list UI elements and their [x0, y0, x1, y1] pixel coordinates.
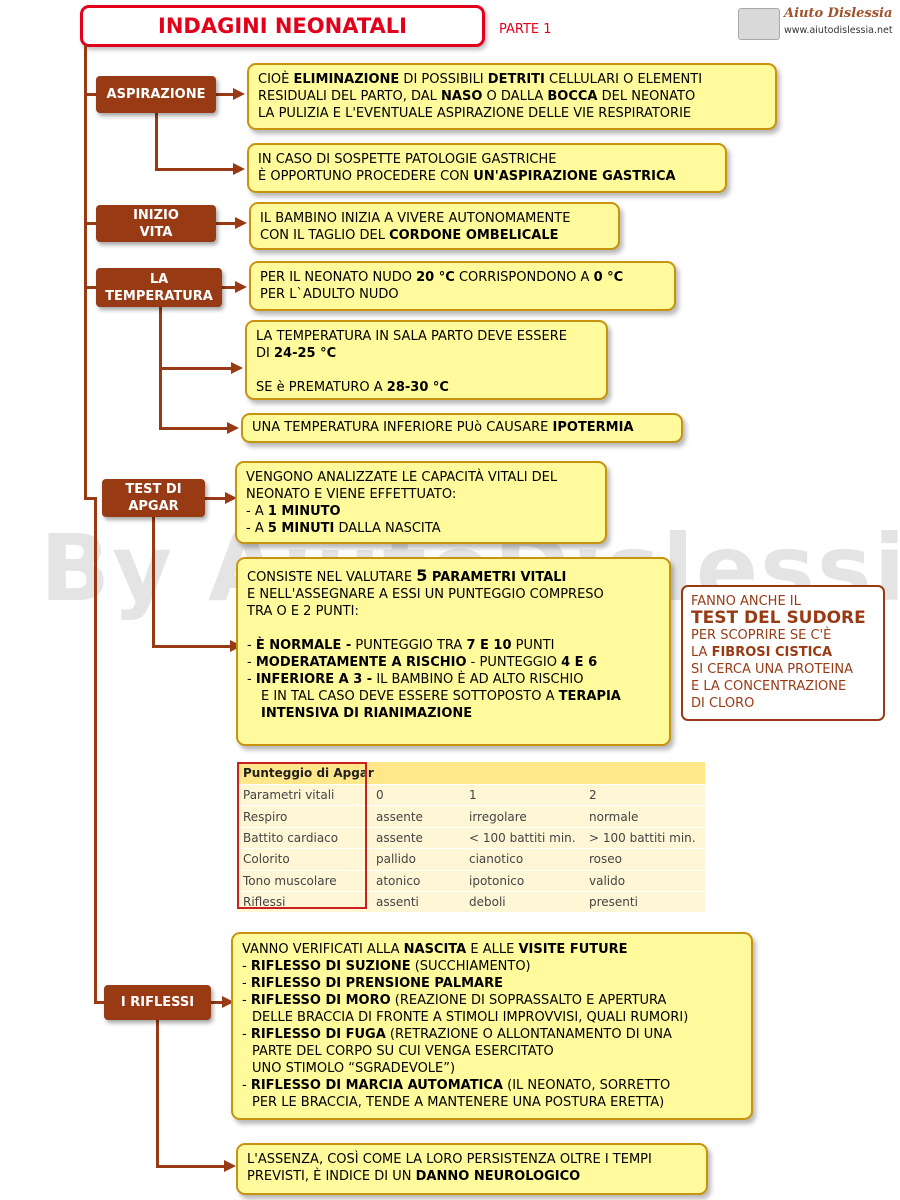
- topic-label: ASPIRAZIONE: [106, 87, 206, 102]
- connector-line: [216, 222, 237, 225]
- topic-label: I RIFLESSI: [120, 995, 195, 1010]
- temperatura-ipotermia-box: UNA TEMPERATURA INFERIORE PUò CAUSARE IP…: [241, 413, 683, 443]
- spine-joint-line: [84, 497, 97, 500]
- arrow-right-icon: [231, 362, 243, 374]
- part-label: PARTE 1: [499, 22, 552, 37]
- table-title: Punteggio di Apgar: [237, 762, 705, 785]
- table-row: Battito cardiaco assente < 100 battiti m…: [237, 827, 705, 850]
- table-cell: irregolare: [463, 805, 583, 828]
- connector-line: [84, 286, 97, 289]
- table-cell: 1: [463, 784, 583, 807]
- topic-label: VITA: [139, 224, 173, 240]
- aspirazione-gastrica-box: IN CASO DI SOSPETTE PATOLOGIE GASTRICHE …: [247, 143, 727, 193]
- highlight-frame: [237, 762, 367, 909]
- table-cell: Respiro: [237, 805, 370, 828]
- connector-line: [155, 168, 235, 171]
- connector-line: [152, 645, 232, 648]
- table-cell: ipotonico: [463, 870, 583, 892]
- table-header-row: Parametri vitali 0 1 2: [237, 784, 705, 807]
- aspirazione-definition-box: CIOÈ ELIMINAZIONE DI POSSIBILI DETRITI C…: [247, 63, 777, 130]
- logo-url: www.aiutodislessia.net: [784, 25, 893, 36]
- table-cell: assente: [370, 827, 463, 850]
- connector-line: [205, 497, 227, 500]
- topic-temperatura: LA TEMPERATURA: [96, 268, 222, 307]
- connector-line: [156, 1165, 226, 1168]
- riflessi-danno-box: L'ASSENZA, COSÌ COME LA LORO PERSISTENZA…: [236, 1143, 708, 1195]
- table-cell: atonico: [370, 870, 463, 892]
- table-cell: 0: [370, 784, 463, 807]
- connector-line: [156, 1020, 159, 1168]
- topic-label: LA: [149, 271, 169, 287]
- connector-line: [155, 113, 158, 170]
- arrow-right-icon: [233, 163, 245, 175]
- apgar-score-table: Punteggio di Apgar Parametri vitali 0 1 …: [237, 762, 705, 914]
- connector-line: [215, 93, 235, 96]
- table-cell: assente: [370, 805, 463, 828]
- apgar-parametri-box: CONSISTE NEL VALUTARE 5 PARAMETRI VITALI…: [236, 557, 671, 746]
- main-spine-line: [84, 45, 87, 500]
- book-logo-icon: [738, 8, 780, 40]
- topic-label: INIZIO: [133, 207, 179, 223]
- arrow-right-icon: [225, 492, 237, 504]
- table-cell: Parametri vitali: [237, 784, 370, 807]
- table-cell: assenti: [370, 891, 463, 914]
- topic-label: TEST DI: [125, 482, 182, 497]
- logo-name: Aiuto Dislessia: [784, 6, 893, 21]
- table-cell: Colorito: [237, 848, 370, 871]
- topic-riflessi: I RIFLESSI: [104, 985, 211, 1020]
- connector-line: [84, 93, 97, 96]
- riflessi-spine-line: [94, 498, 97, 1003]
- arrow-right-icon: [235, 281, 247, 293]
- table-cell: < 100 battiti min.: [463, 827, 583, 850]
- table-cell: roseo: [583, 848, 705, 871]
- connector-line: [159, 367, 233, 370]
- connector-line: [152, 517, 155, 647]
- connector-line: [211, 1001, 224, 1004]
- topic-label: APGAR: [128, 499, 179, 514]
- page-title: INDAGINI NEONATALI: [80, 5, 485, 47]
- table-cell: > 100 battiti min.: [583, 827, 705, 850]
- table-cell: 2: [583, 784, 705, 807]
- temperatura-neonato-box: PER IL NEONATO NUDO 20 °C CORRISPONDONO …: [249, 261, 676, 311]
- table-row: Tono muscolare atonico ipotonico valido: [237, 870, 705, 892]
- table-row: Colorito pallido cianotico roseo: [237, 848, 705, 871]
- topic-test-apgar: TEST DI APGAR: [102, 479, 205, 517]
- topic-inizio-vita: INIZIO VITA: [96, 205, 216, 242]
- inizio-vita-box: IL BAMBINO INIZIA A VIVERE AUTONOMAMENTE…: [249, 202, 620, 250]
- connector-line: [159, 427, 229, 430]
- arrow-right-icon: [233, 88, 245, 100]
- table-cell: deboli: [463, 891, 583, 914]
- arrow-right-icon: [227, 422, 239, 434]
- table-cell: Battito cardiaco: [237, 827, 370, 850]
- table-cell: Tono muscolare: [237, 870, 370, 892]
- arrow-right-icon: [235, 217, 247, 229]
- arrow-right-icon: [224, 1160, 236, 1172]
- connector-line: [222, 286, 237, 289]
- temperatura-sala-parto-box: LA TEMPERATURA IN SALA PARTO DEVE ESSERE…: [245, 320, 608, 400]
- table-cell: presenti: [583, 891, 705, 914]
- table-row: Respiro assente irregolare normale: [237, 805, 705, 828]
- table-cell: valido: [583, 870, 705, 892]
- table-cell: pallido: [370, 848, 463, 871]
- connector-line: [84, 222, 97, 225]
- topic-label: TEMPERATURA: [105, 288, 213, 304]
- riflessi-list-box: VANNO VERIFICATI ALLA NASCITA E ALLE VIS…: [231, 932, 753, 1120]
- table-cell: cianotico: [463, 848, 583, 871]
- connector-line: [94, 1001, 104, 1004]
- table-cell: normale: [583, 805, 705, 828]
- apgar-timing-box: VENGONO ANALIZZATE LE CAPACITÀ VITALI DE…: [235, 461, 607, 544]
- topic-aspirazione: ASPIRAZIONE: [96, 76, 216, 113]
- test-sudore-box: FANNO ANCHE IL TEST DEL SUDORE PER SCOPR…: [681, 585, 885, 721]
- table-row: Riflessi assenti deboli presenti: [237, 891, 705, 914]
